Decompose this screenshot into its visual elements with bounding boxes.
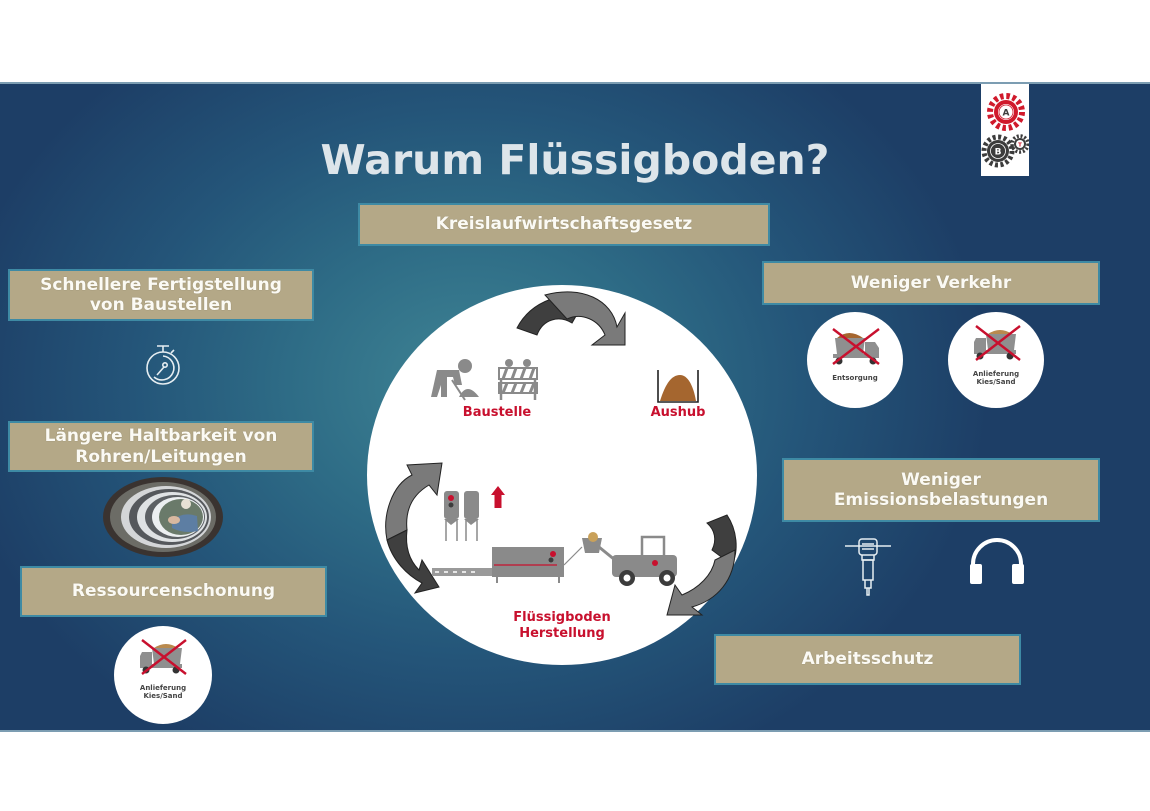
tag-label: Kreislaufwirtschaftsgesetz	[435, 214, 693, 235]
construction-worker-icon	[431, 359, 479, 401]
tag-weniger-emissionsbelastungen: Weniger Emissionsbelastungen	[782, 458, 1100, 522]
crossed-dump-truck-icon	[140, 639, 187, 675]
badge-label: Anlieferung Kies/Sand	[948, 370, 1044, 386]
gears-logo-icon: A B T	[981, 93, 1030, 168]
tag-line-2: Emissionsbelastungen	[833, 490, 1049, 510]
tag-laengere-haltbarkeit: Längere Haltbarkeit von Rohren/Leitungen	[8, 421, 314, 472]
stage-label-herstellung: Flüssigboden Herstellung	[497, 610, 627, 641]
jackhammer-icon	[845, 538, 891, 596]
stage-label-herstellung-line1: Flüssigboden	[513, 610, 611, 625]
crossed-dump-truck-icon	[832, 328, 880, 365]
company-logo: A B T	[981, 84, 1030, 176]
tag-line-1: Weniger	[901, 469, 981, 490]
stage-label-baustelle: Baustelle	[462, 405, 532, 420]
tag-label: Arbeitsschutz	[801, 649, 934, 670]
wheel-loader-icon	[582, 532, 677, 586]
cycle-arrow-left-icon	[385, 462, 443, 594]
red-up-arrow-icon	[491, 486, 505, 508]
tag-line-1: Längere Haltbarkeit von	[44, 426, 278, 447]
badge-line-1: Anlieferung	[139, 684, 187, 692]
tag-line-1: Schnellere Fertigstellung	[40, 274, 282, 295]
excavation-pile-icon	[657, 370, 699, 403]
crossed-dump-truck-icon	[974, 325, 1021, 361]
tag-label: Ressourcenschonung	[71, 581, 276, 602]
badge-entsorgung: Entsorgung	[807, 312, 903, 408]
tag-kreislaufwirtschaftsgesetz: Kreislaufwirtschaftsgesetz	[358, 203, 770, 246]
badge-anlieferung-kies-sand-right: Anlieferung Kies/Sand	[948, 312, 1044, 408]
cycle-diagram: Baustelle Aushub Flüssigboden Herstellun…	[367, 285, 757, 665]
tag-arbeitsschutz: Arbeitsschutz	[714, 634, 1021, 685]
stage-label-aushub: Aushub	[650, 405, 706, 420]
badge-anlieferung-kies-sand-left: Anlieferung Kies/Sand	[114, 626, 212, 724]
ear-protection-icon	[970, 538, 1024, 584]
logo-letter-b: B	[995, 148, 1002, 158]
logo-letter-t: T	[1018, 143, 1022, 149]
mixing-plant-icon	[432, 546, 583, 583]
cycle-arrow-top-icon	[516, 291, 626, 346]
tag-label: Weniger Verkehr	[850, 272, 1012, 293]
logo-letter-a: A	[1003, 109, 1010, 119]
silo-icon	[444, 491, 479, 541]
tag-ressourcenschonung: Ressourcenschonung	[20, 566, 327, 617]
stopwatch-icon	[146, 345, 180, 385]
tag-line-2: von Baustellen	[89, 295, 233, 315]
tag-schnellere-fertigstellung: Schnellere Fertigstellung von Baustellen	[8, 269, 314, 321]
badge-line-2: Kies/Sand	[143, 692, 183, 701]
slide: Warum Flüssigboden? A B	[0, 82, 1150, 732]
cycle-arrow-right-icon	[666, 514, 737, 616]
badge-label: Entsorgung	[832, 374, 878, 382]
stage-label-herstellung-line2: Herstellung	[519, 625, 605, 641]
tag-line-2: Rohren/Leitungen	[75, 446, 247, 467]
road-barrier-icon	[498, 359, 538, 400]
badge-line-2: Kies/Sand	[976, 378, 1016, 387]
pipe-photo	[103, 477, 223, 557]
tag-weniger-verkehr: Weniger Verkehr	[762, 261, 1100, 305]
slide-title: Warum Flüssigboden?	[320, 136, 830, 184]
badge-line-1: Anlieferung	[972, 370, 1020, 378]
cycle-graphics	[385, 291, 737, 616]
badge-label: Anlieferung Kies/Sand	[114, 684, 212, 700]
